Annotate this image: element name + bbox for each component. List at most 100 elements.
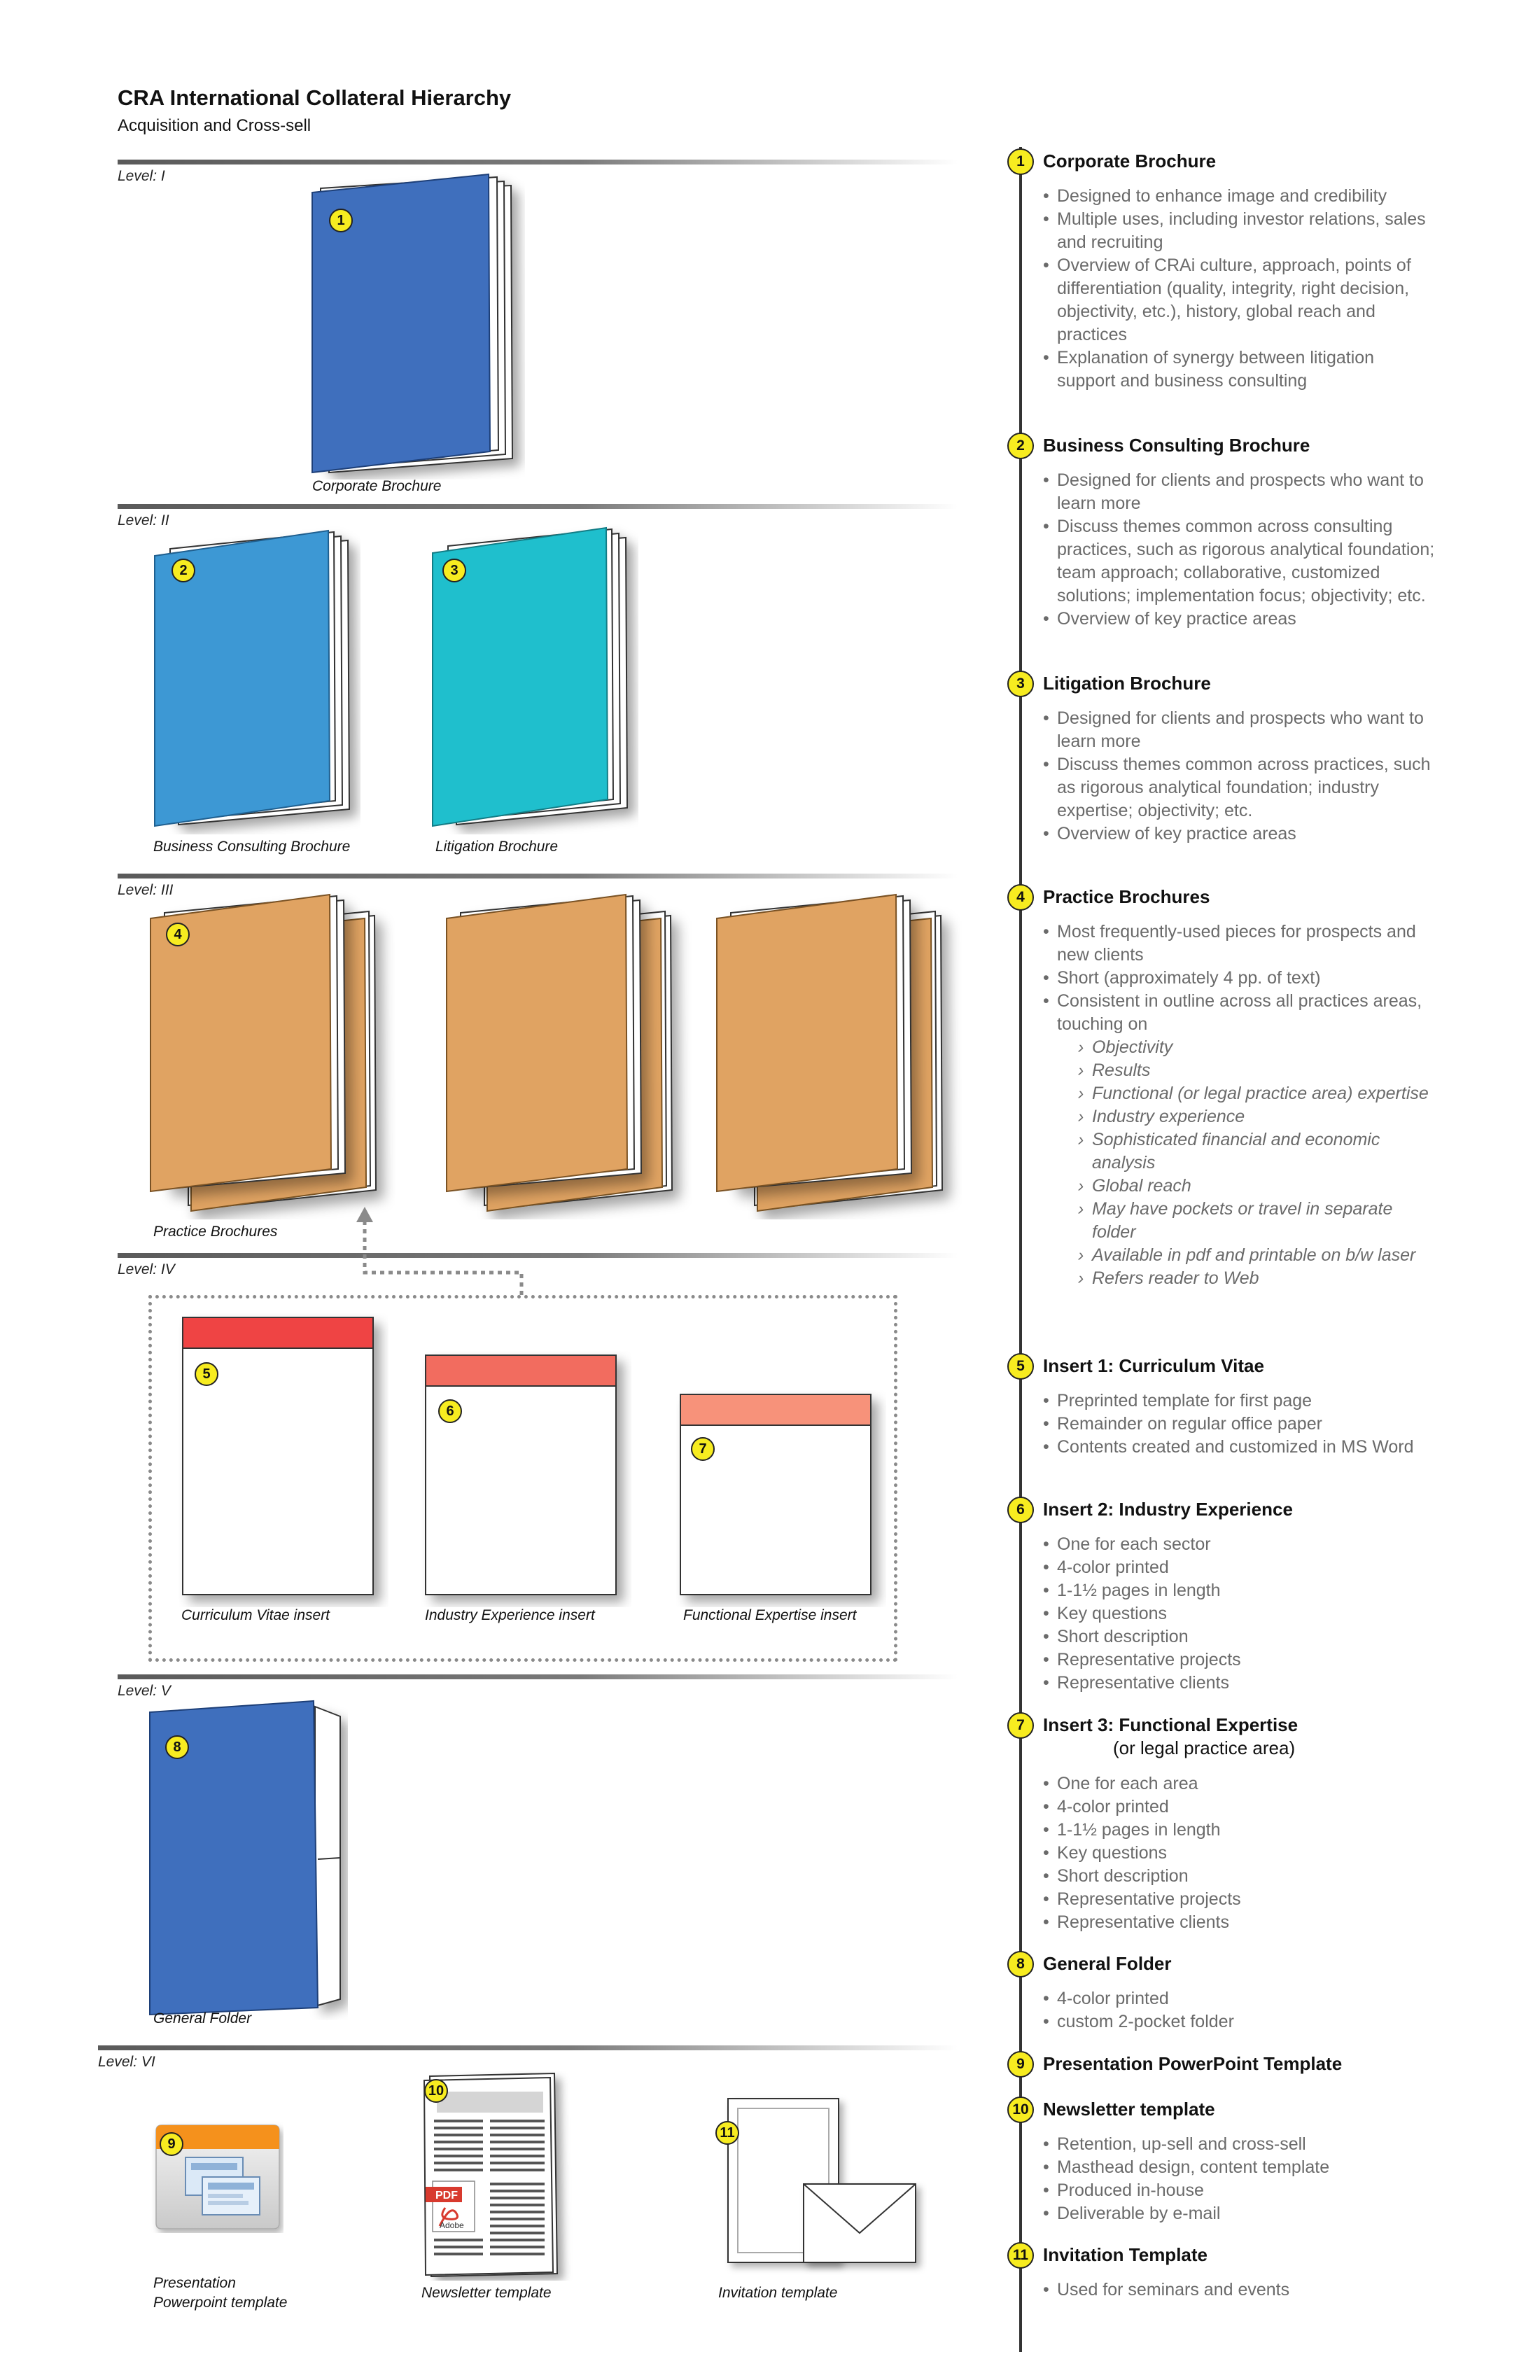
practice-brochure-cover-1 [150, 893, 332, 1193]
badge-11: 11 [715, 2121, 739, 2145]
caption-folder: General Folder [153, 2010, 252, 2026]
right-badge-5: 5 [1007, 1353, 1034, 1380]
timeline-line [1019, 147, 1022, 2352]
bullet: Overview of key practice areas [1043, 822, 1435, 846]
practice-brochure-graphic-3 [716, 893, 944, 1212]
item-heading: Practice Brochures [1043, 886, 1210, 907]
level-line-5 [118, 1674, 958, 1679]
level-line-1 [118, 160, 958, 164]
item-bullet-list: 4-color printedcustom 2-pocket folder [1043, 1987, 1435, 2033]
bullet: Preprinted template for first page [1043, 1390, 1435, 1413]
right-badge-2: 2 [1007, 433, 1034, 459]
caption-practice: Practice Brochures [153, 1224, 278, 1240]
sub-bullet: Results [1043, 1059, 1435, 1082]
corporate-brochure-graphic [312, 173, 514, 474]
item-bullet-list: Preprinted template for first pageRemain… [1043, 1390, 1435, 1459]
bullet: Explanation of synergy between litigatio… [1043, 346, 1435, 393]
item-bullet-list: One for each sector4-color printed1-1½ p… [1043, 1533, 1435, 1695]
badge-1: 1 [329, 209, 353, 232]
sub-bullet: Objectivity [1043, 1036, 1435, 1059]
bullet: Designed for clients and prospects who w… [1043, 707, 1435, 753]
item-subheading: (or legal practice area) [1113, 1737, 1296, 1758]
bullet: 4-color printed [1043, 1556, 1435, 1579]
item-heading: Insert 2: Industry Experience [1043, 1499, 1293, 1520]
caption-newsletter: Newsletter template [421, 2285, 552, 2301]
bullet: Designed to enhance image and credibilit… [1043, 185, 1435, 208]
bullet: Key questions [1043, 1602, 1435, 1625]
bullet: Representative clients [1043, 1672, 1435, 1695]
item-bullet-list: Most frequently-used pieces for prospect… [1043, 920, 1435, 1290]
litigation-brochure-cover [432, 526, 609, 827]
bullet: Retention, up-sell and cross-sell [1043, 2133, 1435, 2156]
bullet: Masthead design, content template [1043, 2156, 1435, 2179]
functional-insert-band [680, 1394, 872, 1426]
powerpoint-template-icon [155, 2124, 280, 2230]
item-heading: Corporate Brochure [1043, 150, 1217, 172]
bullet: Produced in-house [1043, 2179, 1435, 2202]
bullet: Most frequently-used pieces for prospect… [1043, 920, 1435, 967]
bullet: custom 2-pocket folder [1043, 2010, 1435, 2033]
level-label-3: Level: III [118, 882, 174, 898]
badge-3: 3 [442, 559, 466, 582]
caption-invitation: Invitation template [718, 2285, 838, 2301]
bullet: Key questions [1043, 1842, 1435, 1865]
right-badge-9: 9 [1007, 2051, 1034, 2078]
right-badge-4: 4 [1007, 884, 1034, 911]
bullet: 1-1½ pages in length [1043, 1579, 1435, 1602]
item-bullet-list: Retention, up-sell and cross-sellMasthea… [1043, 2133, 1435, 2225]
item-heading: Invitation Template [1043, 2244, 1208, 2265]
right-badge-10: 10 [1007, 2096, 1034, 2123]
bullet: Overview of CRAi culture, approach, poin… [1043, 254, 1435, 346]
sub-bullet: Sophisticated financial and economic ana… [1043, 1128, 1435, 1175]
bullet: Representative projects [1043, 1648, 1435, 1672]
bullet: Overview of key practice areas [1043, 608, 1435, 631]
item-heading: Newsletter template [1043, 2099, 1215, 2120]
badge-4: 4 [166, 923, 190, 946]
bullet: 4-color printed [1043, 1795, 1435, 1819]
litigation-brochure-graphic [432, 526, 629, 827]
bullet: Discuss themes common across consulting … [1043, 515, 1435, 608]
page-title: CRA International Collateral Hierarchy [118, 85, 512, 110]
cv-insert-graphic [182, 1317, 374, 1595]
item-heading: Litigation Brochure [1043, 673, 1211, 694]
item-heading: General Folder [1043, 1953, 1172, 1974]
item-heading: Presentation PowerPoint Template [1043, 2053, 1343, 2074]
pdf-icon [426, 2180, 475, 2232]
right-badge-11: 11 [1007, 2242, 1034, 2269]
general-folder-cover [149, 1700, 319, 2016]
bullet: 4-color printed [1043, 1987, 1435, 2010]
badge-8: 8 [165, 1735, 189, 1759]
business-brochure-graphic [154, 529, 351, 827]
connector-arrow [356, 1207, 524, 1295]
industry-insert-graphic [425, 1354, 617, 1595]
bullet: Remainder on regular office paper [1043, 1413, 1435, 1436]
level-label-6: Level: VI [98, 2054, 155, 2070]
sub-bullet: Global reach [1043, 1175, 1435, 1198]
item-heading: Insert 3: Functional Expertise [1043, 1714, 1298, 1735]
bullet: Consistent in outline across all practic… [1043, 990, 1435, 1036]
practice-brochure-graphic-2 [446, 893, 673, 1212]
right-badge-8: 8 [1007, 1951, 1034, 1977]
bullet: Multiple uses, including investor relati… [1043, 208, 1435, 254]
practice-brochure-graphic-1 [150, 893, 377, 1212]
badge-7: 7 [691, 1437, 715, 1461]
pdf-label: PDF [435, 2190, 458, 2202]
industry-insert-band [425, 1354, 617, 1387]
bullet: 1-1½ pages in length [1043, 1819, 1435, 1842]
level-line-2 [118, 504, 958, 509]
level-line-4 [118, 1253, 958, 1258]
item-bullet-list: Designed to enhance image and credibilit… [1043, 185, 1435, 393]
level-label-2: Level: II [118, 512, 169, 528]
level-label-1: Level: I [118, 168, 165, 184]
business-brochure-cover [154, 529, 331, 827]
level-line-3 [118, 874, 958, 878]
envelope-icon [803, 2183, 916, 2263]
bullet: Designed for clients and prospects who w… [1043, 469, 1435, 515]
level-label-4: Level: IV [118, 1261, 175, 1278]
badge-5: 5 [195, 1362, 218, 1386]
invitation-template-graphic [727, 2098, 916, 2263]
item-heading: Insert 1: Curriculum Vitae [1043, 1355, 1264, 1376]
right-badge-3: 3 [1007, 671, 1034, 697]
sub-bullet: May have pockets or travel in separate f… [1043, 1198, 1435, 1244]
item-bullet-list: Used for seminars and events [1043, 2278, 1435, 2302]
